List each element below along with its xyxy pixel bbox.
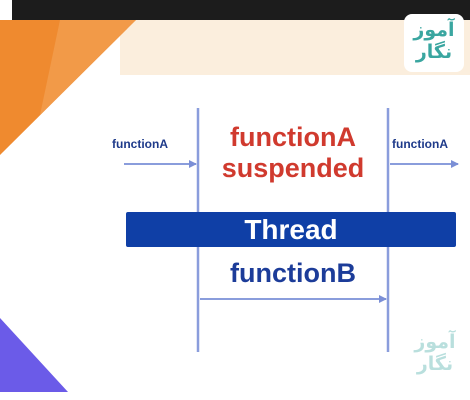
thread-bar: Thread: [126, 212, 456, 247]
brand-logo: آموز نگار: [404, 14, 464, 72]
logo-line-1: آموز: [413, 19, 455, 41]
watermark-line-2: نگار: [416, 353, 454, 375]
function-b-label: functionB: [230, 258, 356, 288]
purple-triangle: [0, 318, 68, 392]
orange-triangle-highlight: [40, 20, 136, 115]
top-dark-bar: [12, 0, 470, 20]
left-call-label: functionA: [112, 137, 168, 151]
watermark-logo: آموز نگار: [402, 326, 468, 384]
suspended-line-2: suspended: [221, 153, 365, 183]
orange-triangle: [0, 20, 136, 155]
suspended-line-1: functionA: [230, 122, 356, 152]
right-call-label: functionA: [392, 137, 448, 151]
watermark-line-1: آموز: [414, 331, 456, 353]
suspended-label: functionA suspended: [198, 122, 388, 184]
logo-line-2: نگار: [415, 41, 453, 63]
